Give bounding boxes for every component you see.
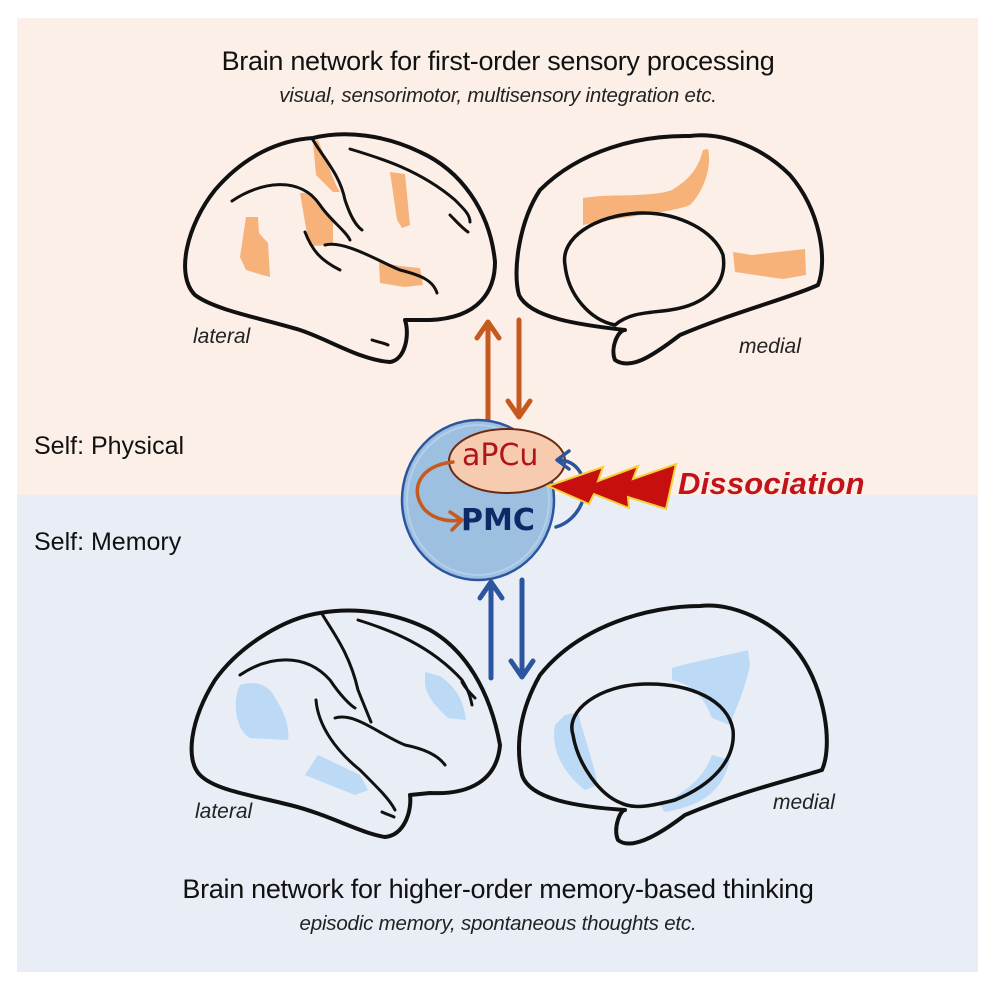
bottom-network-title: Brain network for higher-order memory-ba… xyxy=(182,874,814,904)
highlight-region xyxy=(583,149,710,225)
brain-outline xyxy=(189,608,502,839)
pmc-to-apcu-arrow-head xyxy=(555,449,571,471)
sulci xyxy=(238,612,477,819)
pmc-label: PMC xyxy=(461,503,535,538)
highlight-region xyxy=(379,262,423,287)
pmc-to-apcu-arrow xyxy=(554,458,587,529)
bottom-lateral-brain xyxy=(189,608,502,839)
corpus-callosum-outline xyxy=(570,682,735,809)
self-physical-label: Self: Physical xyxy=(34,432,185,460)
highlight-region xyxy=(300,193,333,246)
memory-arrows xyxy=(477,577,536,681)
highlight-region xyxy=(235,683,289,740)
top-medial-brain xyxy=(514,133,825,366)
highlight-region xyxy=(240,217,270,277)
bottom-lateral-label: lateral xyxy=(195,800,253,823)
bottom-network-subtitle: episodic memory, spontaneous thoughts et… xyxy=(299,912,697,935)
top-medial-label: medial xyxy=(739,335,801,358)
highlight-region xyxy=(305,755,368,795)
memory-highlights-medial xyxy=(554,650,750,812)
top-network-title: Brain network for first-order sensory pr… xyxy=(221,46,775,76)
memory-highlights-lateral xyxy=(235,672,466,795)
sulci xyxy=(230,138,472,347)
brain-outline xyxy=(183,132,497,364)
highlight-region xyxy=(390,172,410,228)
arrow-down-head xyxy=(505,398,533,420)
highlight-region xyxy=(672,650,750,725)
highlight-region xyxy=(733,249,806,279)
sensory-arrows xyxy=(474,317,533,423)
arrow-down-head xyxy=(508,658,536,680)
apcu-to-pmc-arrow xyxy=(415,460,462,523)
brain-outline xyxy=(514,133,825,366)
apcu-to-pmc-arrow-head xyxy=(448,510,464,532)
dissociation-label: Dissociation xyxy=(678,466,865,501)
top-network-subtitle: visual, sensorimotor, multisensory integ… xyxy=(279,84,717,107)
bottom-medial-label: medial xyxy=(773,791,835,814)
top-lateral-label: lateral xyxy=(193,325,251,348)
arrow-up-head xyxy=(477,579,505,601)
physical-self-panel xyxy=(17,18,978,495)
bottom-medial-brain xyxy=(517,603,829,846)
pmc-inner-highlight xyxy=(406,424,550,576)
brain-outline xyxy=(517,603,829,846)
top-lateral-brain xyxy=(183,132,497,364)
apcu-label: aPCu xyxy=(462,438,539,473)
lightning-bolt-icon xyxy=(545,462,678,511)
arrow-up-head xyxy=(474,319,502,341)
sensory-highlights-medial xyxy=(583,149,806,279)
self-memory-label: Self: Memory xyxy=(34,528,182,556)
highlight-region xyxy=(425,672,466,720)
corpus-callosum-outline xyxy=(562,211,726,327)
